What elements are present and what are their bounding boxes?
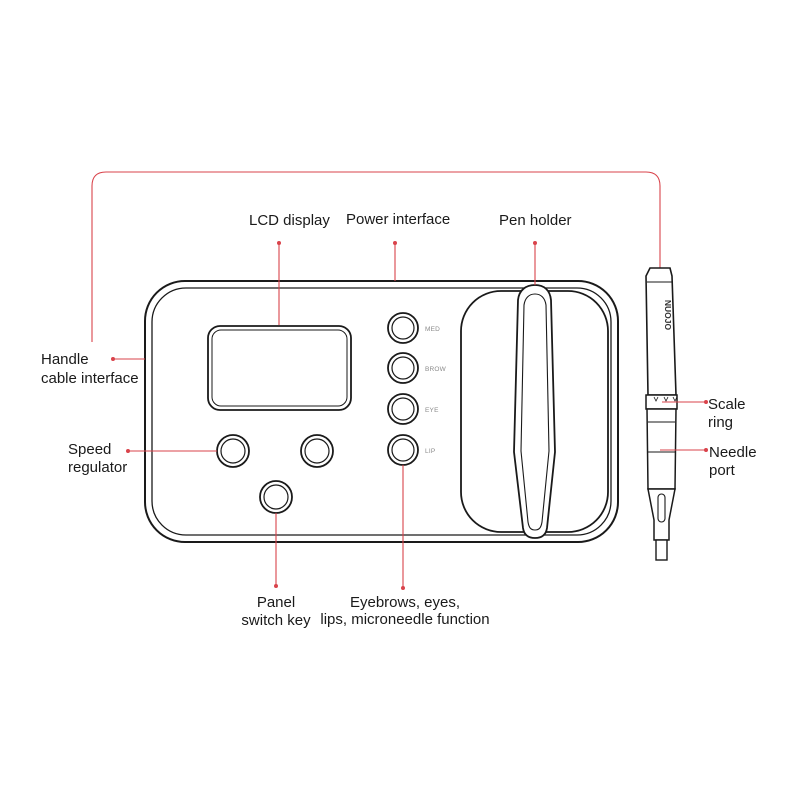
brow-button-label: BROW: [425, 366, 447, 373]
label-speed-line1: Speed: [68, 441, 112, 458]
label-handle-cable-line1: Handle: [41, 351, 89, 368]
console-inner-panel: [151, 287, 612, 536]
eye-button[interactable]: [387, 393, 419, 425]
label-scale-line1: Scale: [708, 396, 746, 413]
label-function-line2: lips, microneedle function: [320, 611, 490, 628]
leader-lcd-display: [277, 241, 281, 325]
speed-knob-left[interactable]: [216, 434, 250, 468]
leader-handle-cable: [111, 357, 145, 361]
label-speed-line2: regulator: [68, 459, 128, 476]
leader-power-interface: [393, 241, 397, 281]
speed-knob-right[interactable]: [300, 434, 334, 468]
label-function-line1: Eyebrows, eyes,: [349, 594, 461, 611]
label-pen-holder: Pen holder: [499, 212, 572, 229]
eye-button-label: EYE: [425, 407, 439, 414]
med-button[interactable]: [387, 312, 419, 344]
label-lcd-display: LCD display: [249, 212, 330, 229]
cable-leader-line: [91, 171, 661, 342]
label-needle-line1: Needle: [709, 444, 757, 461]
pen-holder-slot[interactable]: [513, 284, 556, 539]
pen-brand-text: NUOJO: [663, 300, 673, 331]
label-panel-line2: switch key: [241, 612, 311, 629]
leader-speed-regulator: [126, 449, 217, 453]
label-scale-line2: ring: [708, 414, 734, 431]
lip-button[interactable]: [387, 434, 419, 466]
med-button-label: MED: [425, 326, 440, 333]
lcd-screen-inner: [211, 329, 348, 407]
label-panel-line1: Panel: [256, 594, 296, 611]
label-handle-cable-line2: cable interface: [41, 370, 139, 387]
leader-panel-switch: [274, 513, 278, 588]
leader-scale-ring: [662, 400, 708, 404]
leader-needle-port: [660, 448, 708, 452]
lcd-screen: [207, 325, 352, 411]
brow-button[interactable]: [387, 352, 419, 384]
panel-switch-key[interactable]: [259, 480, 293, 514]
leader-pen-holder: [533, 241, 537, 285]
lip-button-label: LIP: [425, 448, 435, 455]
pen-holder-slot-inner: [520, 293, 550, 531]
label-power-interface: Power interface: [346, 211, 451, 228]
label-needle-line2: port: [709, 462, 735, 479]
leader-function-buttons: [401, 465, 405, 590]
